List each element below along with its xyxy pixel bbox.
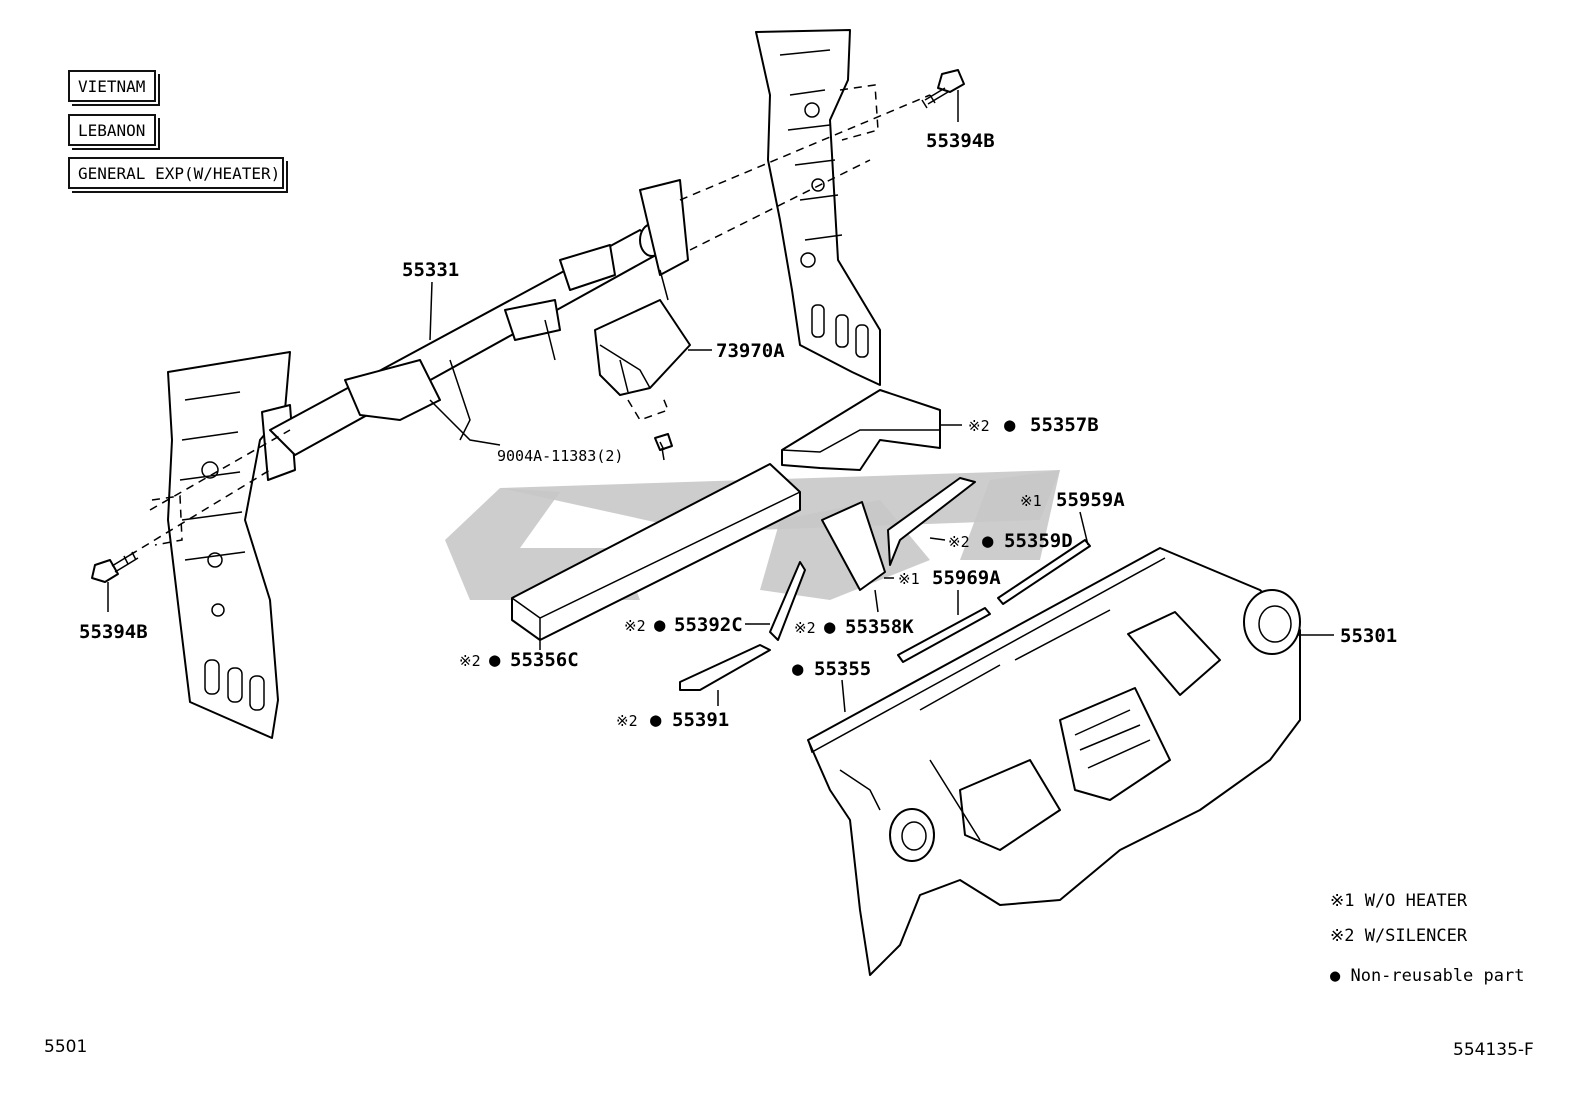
label-defroster-a2-note: ※1 bbox=[898, 570, 920, 588]
label-silencer-391-dot: ● bbox=[650, 709, 662, 731]
region-general-exp-label: GENERAL EXP(W/HEATER) bbox=[78, 164, 281, 183]
right-side-bracket bbox=[755, 29, 881, 386]
silencer-55391 bbox=[679, 644, 771, 691]
label-silencer-391-note: ※2 bbox=[616, 712, 638, 730]
airbag-module bbox=[594, 299, 691, 421]
legend-note2: ※2 W/SILENCER bbox=[1330, 926, 1468, 946]
label-bolt-right: 55394B bbox=[926, 130, 995, 152]
silencer-55356c bbox=[511, 463, 801, 641]
legend-note1: ※1 W/O HEATER bbox=[1330, 891, 1468, 911]
label-silencer-358k-note: ※2 bbox=[794, 619, 816, 637]
legend-nonreusable: ● Non-reusable part bbox=[1330, 966, 1525, 986]
label-bolt-left: 55394B bbox=[79, 621, 148, 643]
footer-left-code: 5501 bbox=[44, 1037, 88, 1057]
label-silencer-b: 55357B bbox=[1030, 414, 1099, 436]
leader-lines bbox=[107, 90, 1334, 713]
label-silencer-d-dot: ● bbox=[982, 530, 994, 552]
instrument-panel bbox=[807, 547, 1301, 976]
label-silencer-392c: 55392C bbox=[674, 614, 743, 636]
footer-right-code: 554135-F bbox=[1453, 1040, 1534, 1060]
label-silencer-c-dot: ● bbox=[489, 649, 501, 671]
reinforcement-beam bbox=[269, 179, 689, 456]
label-silencer-358k-dot: ● bbox=[824, 616, 836, 638]
label-part-355-dot: ● bbox=[792, 658, 804, 680]
silencer-55357b bbox=[781, 389, 941, 471]
label-reinforcement: 55331 bbox=[402, 259, 459, 281]
bolt-left-icon bbox=[91, 551, 139, 583]
label-defroster-a-note: ※1 bbox=[1020, 492, 1042, 510]
label-silencer-d-note: ※2 bbox=[948, 533, 970, 551]
label-part-355: 55355 bbox=[814, 658, 871, 680]
silencer-55358k bbox=[821, 501, 886, 591]
label-panel: 55301 bbox=[1340, 625, 1397, 647]
label-silencer-392c-note: ※2 bbox=[624, 617, 646, 635]
label-silencer-b-note: ※2 bbox=[968, 417, 990, 435]
left-side-bracket bbox=[167, 351, 296, 739]
region-vietnam: VIETNAM bbox=[68, 70, 160, 106]
label-defroster-a: 55959A bbox=[1056, 489, 1125, 511]
label-silencer-c-note: ※2 bbox=[459, 652, 481, 670]
mounting-dash-lines bbox=[129, 84, 931, 556]
label-silencer-358k: 55358K bbox=[845, 616, 914, 638]
label-defroster-a2: 55969A bbox=[932, 567, 1001, 589]
defroster-nozzle-55959a bbox=[997, 539, 1091, 605]
label-silencer-392c-dot: ● bbox=[654, 614, 666, 636]
label-airbag: 73970A bbox=[716, 340, 785, 362]
silencer-55392c bbox=[769, 561, 806, 641]
region-lebanon-label: LEBANON bbox=[78, 121, 146, 140]
screw-icon bbox=[654, 433, 673, 461]
label-silencer-391: 55391 bbox=[672, 709, 729, 731]
label-silencer-b-dot: ● bbox=[1004, 414, 1016, 436]
bolt-right-icon bbox=[921, 69, 965, 109]
label-silencer-c: 55356C bbox=[510, 649, 579, 671]
silencer-55359d bbox=[887, 477, 976, 566]
region-vietnam-label: VIETNAM bbox=[78, 77, 146, 96]
label-silencer-d: 55359D bbox=[1004, 530, 1073, 552]
defroster-nozzle-55969a bbox=[897, 607, 991, 663]
label-screw: 9004A-11383(2) bbox=[497, 447, 623, 465]
